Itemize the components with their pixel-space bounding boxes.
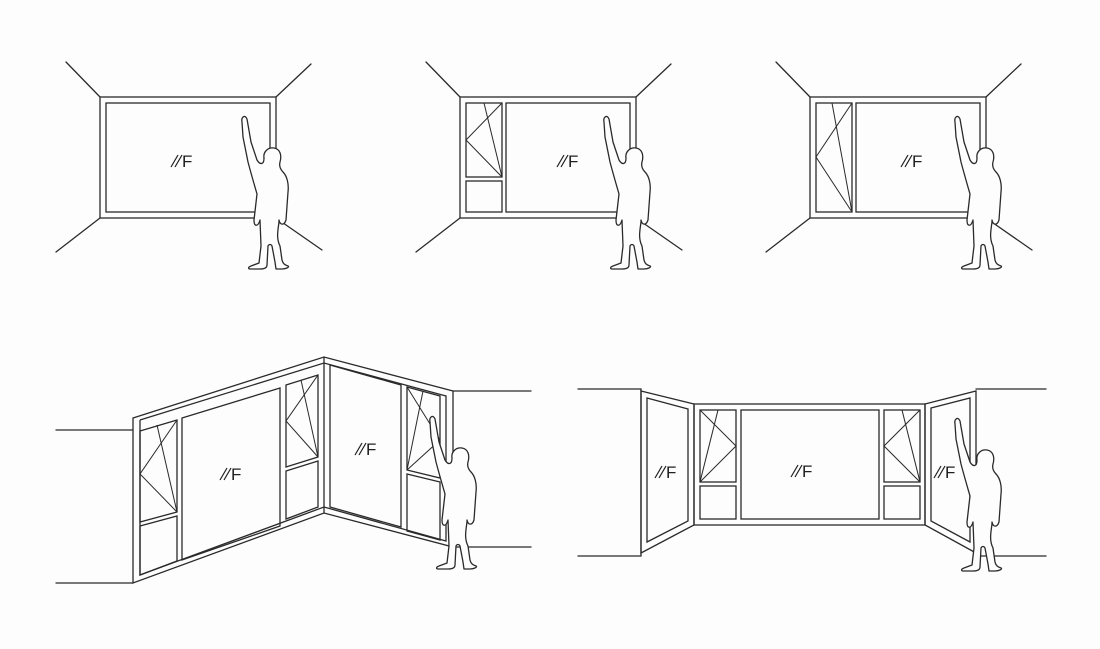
opening-sash-indicator bbox=[465, 102, 503, 178]
fixed-glass-label: F bbox=[900, 152, 922, 171]
diagram-5-bay-window: F F F bbox=[577, 388, 1047, 572]
center-window: F bbox=[693, 403, 926, 526]
person-silhouette bbox=[603, 115, 652, 270]
diagram-3-fixed-with-left-tall-sash: F bbox=[765, 61, 1033, 270]
fixed-glass-label: F bbox=[556, 152, 578, 171]
diagram-4-corner-window: F F bbox=[55, 356, 532, 584]
opening-sash-indicator bbox=[815, 102, 853, 213]
fixed-glass-label: F bbox=[170, 152, 192, 171]
fixed-glass-text: F bbox=[231, 465, 241, 484]
diagram-2-fixed-with-left-sash-and-panel: F bbox=[415, 61, 683, 270]
fixed-glass-text: F bbox=[945, 463, 955, 482]
person-silhouette bbox=[954, 417, 1003, 572]
left-side-window: F bbox=[640, 390, 695, 555]
diagram-1-single-fixed-window: F bbox=[55, 61, 323, 270]
fixed-glass-text: F bbox=[366, 440, 376, 459]
fixed-glass-text: F bbox=[666, 463, 676, 482]
fixed-glass-text: F bbox=[568, 152, 578, 171]
fixed-glass-text: F bbox=[182, 152, 192, 171]
fixed-glass-text: F bbox=[912, 152, 922, 171]
person-silhouette bbox=[954, 115, 1003, 270]
fixed-glass-text: F bbox=[802, 462, 812, 481]
person-silhouette bbox=[241, 115, 290, 270]
window-outer-frame bbox=[132, 356, 454, 584]
left-wall-window: F bbox=[139, 374, 319, 576]
room-perspective-lines bbox=[765, 61, 1033, 253]
